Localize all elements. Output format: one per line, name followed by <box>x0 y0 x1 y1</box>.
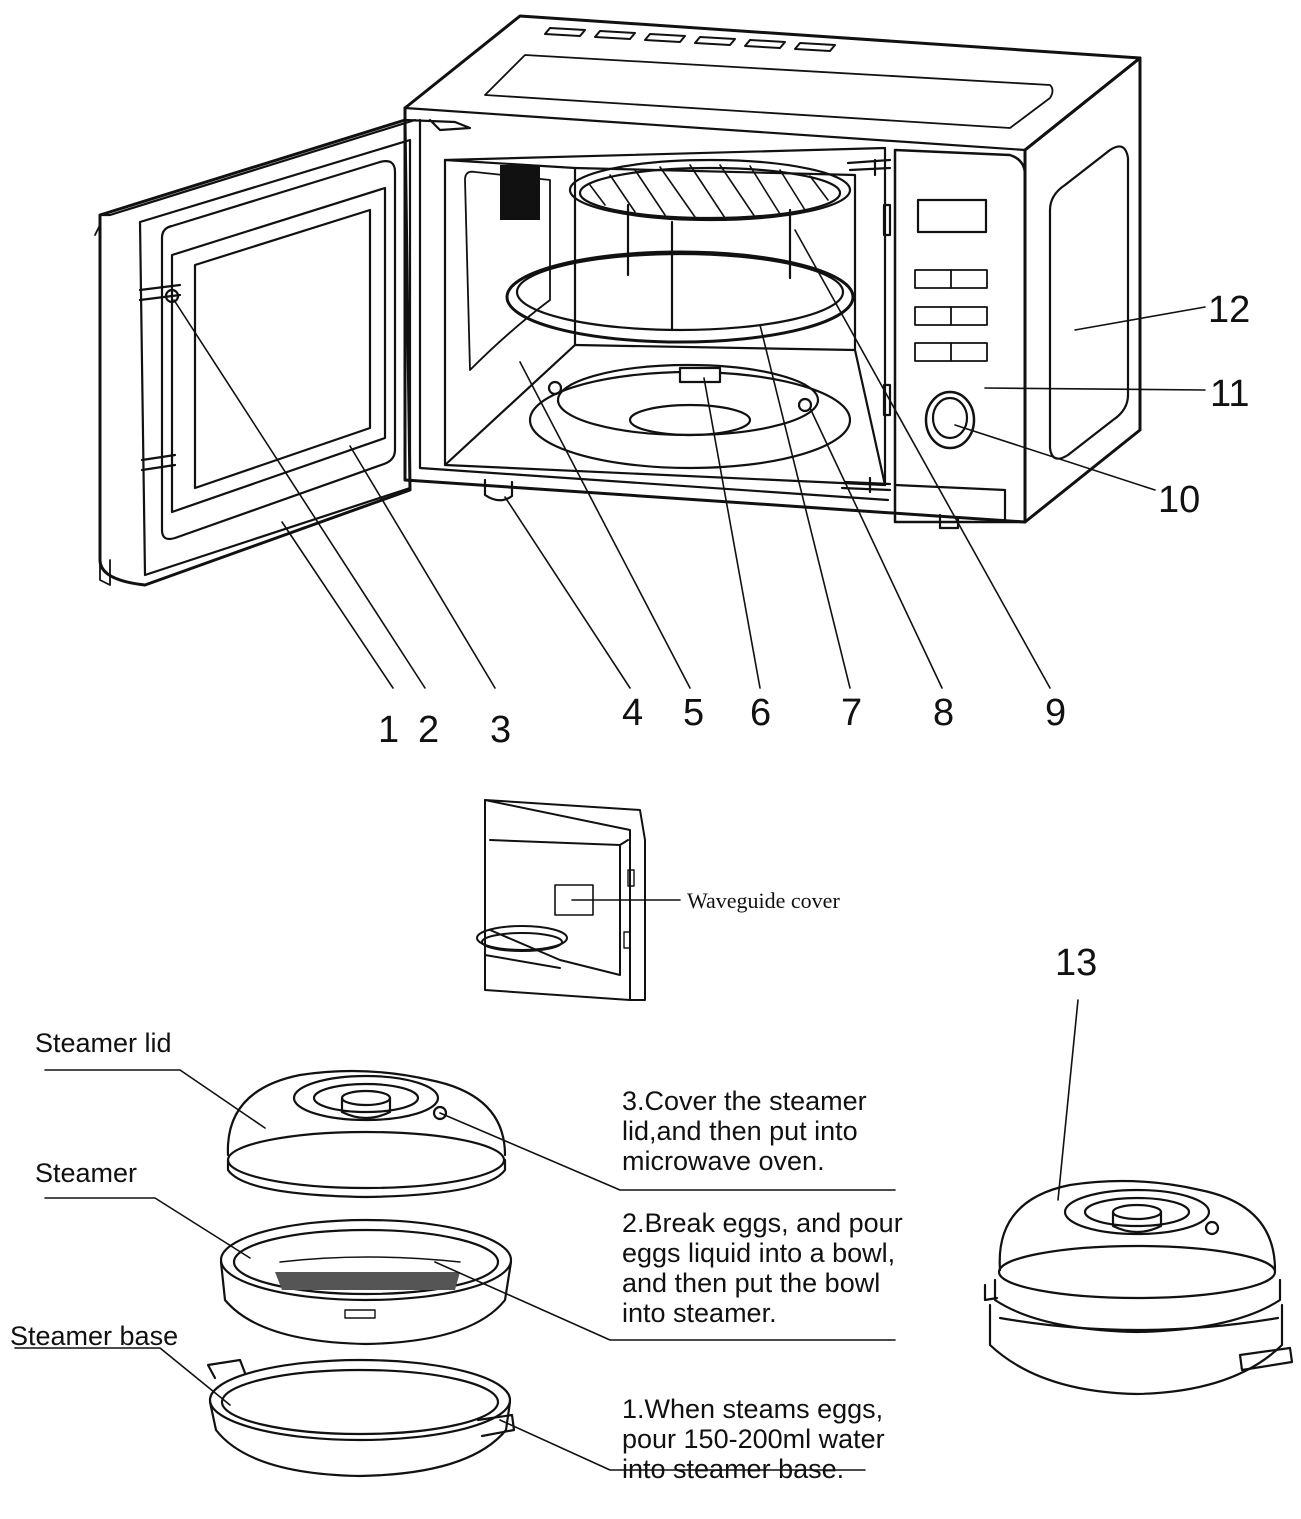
leader-1 <box>281 521 394 689</box>
callout-4: 4 <box>622 692 643 734</box>
leader-2 <box>173 299 426 689</box>
steamer-lid <box>226 1069 507 1199</box>
leader-12 <box>1074 306 1206 331</box>
leader-step2 <box>434 1261 896 1341</box>
leader-11 <box>984 387 1206 391</box>
waveguide-cover-label: Waveguide cover <box>687 888 840 913</box>
leader-4 <box>504 496 631 689</box>
assembled-steamer <box>983 1179 1294 1396</box>
step-3-text: 3.Cover the steamer lid,and then put int… <box>622 1086 867 1176</box>
leader-step3 <box>439 1112 896 1191</box>
steamer-basket <box>219 1218 513 1346</box>
microwave-oven <box>403 14 1142 530</box>
callout-5: 5 <box>683 692 704 734</box>
callout-9: 9 <box>1045 692 1066 734</box>
callout-3: 3 <box>490 709 511 751</box>
step-2-line: and then put the bowl <box>622 1268 880 1298</box>
waveguide-inset <box>476 799 681 1001</box>
steamer-lid-label: Steamer lid <box>35 1028 172 1058</box>
callout-1: 1 <box>378 709 399 751</box>
callout-11: 11 <box>1210 373 1249 415</box>
leader-steamer-lid <box>44 1069 266 1129</box>
callout-13: 13 <box>1055 942 1097 984</box>
callout-10: 10 <box>1158 479 1200 521</box>
step-2-line: eggs liquid into a bowl, <box>622 1238 895 1268</box>
callout-12: 12 <box>1208 289 1250 331</box>
step-3-line: 3.Cover the steamer <box>622 1086 867 1116</box>
step-3-line: microwave oven. <box>622 1146 825 1176</box>
step-3-line: lid,and then put into <box>622 1116 858 1146</box>
leader-steamer <box>44 1197 251 1259</box>
microwave-door <box>94 118 472 587</box>
leader-6 <box>703 377 761 689</box>
leader-10 <box>954 424 1156 491</box>
leader-step1 <box>499 1419 866 1471</box>
leader-7 <box>759 324 851 689</box>
step-1-text: 1.When steams eggs, pour 150-200ml water… <box>622 1394 885 1484</box>
callout-numbers: 1 2 3 4 5 6 7 8 9 10 11 12 13 <box>378 289 1250 984</box>
leader-9 <box>794 229 1051 689</box>
step-1-line: into steamer base. <box>622 1454 844 1484</box>
leader-13 <box>1057 999 1079 1201</box>
step-1-line: 1.When steams eggs, <box>622 1394 883 1424</box>
steamer-base <box>206 1358 516 1478</box>
callout-2: 2 <box>418 709 439 751</box>
step-1-line: pour 150-200ml water <box>622 1424 885 1454</box>
steamer-base-label: Steamer base <box>10 1321 178 1351</box>
steamer-label: Steamer <box>35 1158 137 1188</box>
leader-3 <box>349 445 496 689</box>
step-2-line: into steamer. <box>622 1298 777 1328</box>
leader-5 <box>519 361 691 689</box>
callout-6: 6 <box>750 692 771 734</box>
leader-steamer-base <box>14 1347 231 1406</box>
callout-8: 8 <box>933 692 954 734</box>
step-2-text: 2.Break eggs, and pour eggs liquid into … <box>622 1208 903 1328</box>
callout-7: 7 <box>841 692 862 734</box>
step-2-line: 2.Break eggs, and pour <box>622 1208 903 1238</box>
leader-8 <box>809 407 943 689</box>
